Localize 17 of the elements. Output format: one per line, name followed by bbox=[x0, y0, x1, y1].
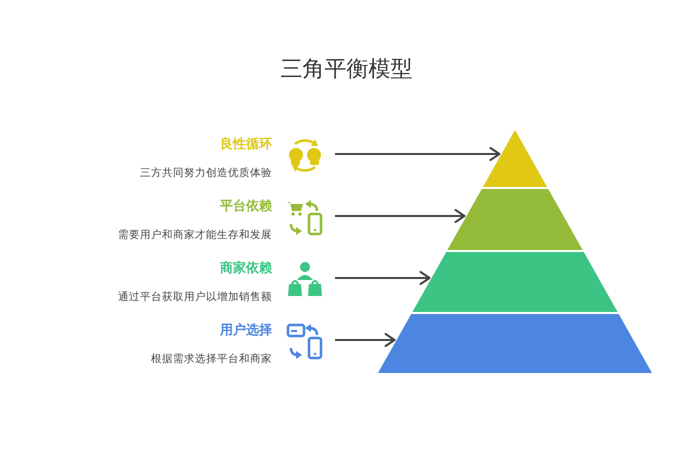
description: 三方共同努力创造优质体验 bbox=[140, 166, 272, 180]
pyramid-layer bbox=[447, 189, 583, 250]
heading: 良性循环 bbox=[220, 136, 272, 153]
arrow bbox=[335, 271, 431, 285]
heading: 用户选择 bbox=[220, 322, 272, 339]
description: 通过平台获取用户以增加销售额 bbox=[118, 290, 272, 304]
heading: 平台依赖 bbox=[220, 198, 272, 215]
heading: 商家依赖 bbox=[220, 260, 272, 277]
arrow bbox=[335, 209, 466, 223]
pyramid-layer bbox=[412, 252, 618, 312]
diagram-title: 三角平衡模型 bbox=[280, 56, 414, 84]
arrow bbox=[335, 333, 396, 347]
arrow bbox=[335, 147, 500, 161]
description: 根据需求选择平台和商家 bbox=[151, 352, 272, 366]
description: 需要用户和商家才能生存和发展 bbox=[118, 228, 272, 242]
pyramid-layer bbox=[482, 130, 548, 187]
pyramid-layer bbox=[378, 314, 652, 373]
